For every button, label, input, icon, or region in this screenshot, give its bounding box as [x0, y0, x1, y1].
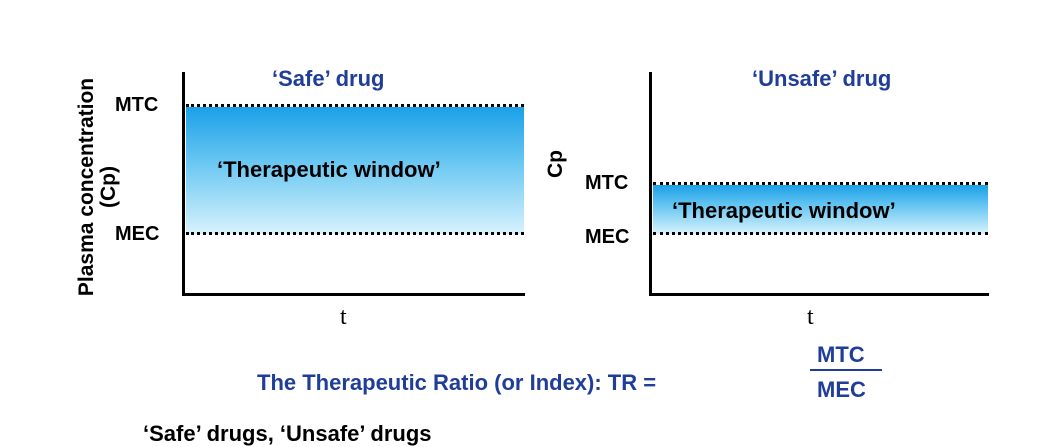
left-y-axis — [182, 72, 185, 296]
left-x-axis — [182, 293, 525, 296]
cut-off-text: ‘Safe’ drugs, ‘Unsafe’ drugs — [143, 421, 432, 446]
ratio-numerator: MTC — [817, 342, 865, 367]
left-therapeutic-window — [186, 107, 524, 234]
therapeutic-ratio-text: The Therapeutic Ratio (or Index): TR = — [257, 370, 657, 395]
left-mec-line — [186, 232, 524, 235]
left-y-axis-label: Plasma concentration (Cp) — [75, 77, 120, 297]
right-therapeutic-window — [653, 185, 988, 234]
left-window-label: ‘Therapeutic window’ — [217, 157, 441, 182]
right-mec-line — [653, 232, 988, 235]
right-panel-title: ‘Unsafe’ drug — [752, 66, 892, 91]
right-x-axis — [649, 293, 989, 296]
right-x-axis-label: t — [807, 304, 814, 330]
left-mtc-line — [186, 104, 524, 107]
right-window-label: ‘Therapeutic window’ — [672, 198, 896, 223]
left-y-axis-label-line1: Plasma concentration — [75, 77, 98, 297]
left-mtc-label: MTC — [115, 94, 159, 116]
left-panel-title: ‘Safe’ drug — [272, 66, 385, 91]
right-mec-label: MEC — [585, 226, 630, 248]
ratio-fraction-bar — [810, 369, 882, 371]
right-y-axis-label: Cp — [544, 150, 567, 178]
left-mec-label: MEC — [115, 223, 160, 245]
right-mtc-line — [653, 182, 988, 185]
ratio-denominator: MEC — [817, 377, 866, 402]
right-y-axis — [649, 72, 652, 296]
left-x-axis-label: t — [340, 304, 347, 330]
right-mtc-label: MTC — [585, 172, 629, 194]
